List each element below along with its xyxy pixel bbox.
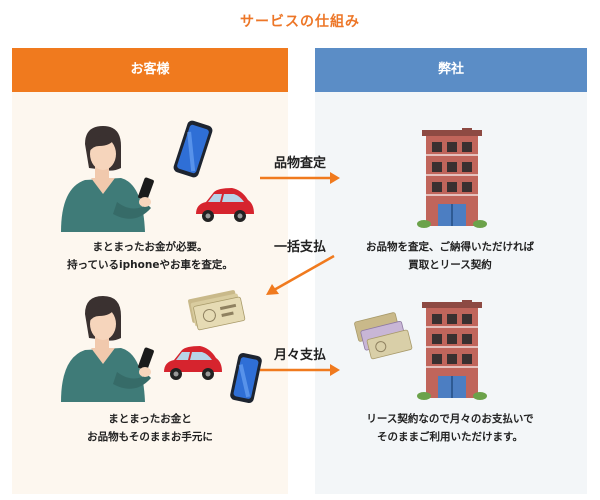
arrow-icon bbox=[260, 364, 340, 376]
company-bottom-caption-line1: リース契約なので月々のお支払いで bbox=[366, 413, 534, 425]
smartphone-icon bbox=[230, 352, 262, 404]
person-icon bbox=[61, 296, 154, 402]
arrow-icon bbox=[260, 172, 340, 184]
customer-bottom-caption-line1: まとまったお金と bbox=[108, 413, 192, 425]
customer-top-caption: まとまったお金が必要。 持っているiphoneやお車を査定。 bbox=[30, 238, 270, 274]
flow-label-appraisal: 品物査定 bbox=[273, 156, 326, 171]
company-header: 弊社 bbox=[315, 48, 587, 92]
cash-icon bbox=[354, 312, 413, 360]
company-top-caption-line2: 買取とリース契約 bbox=[408, 259, 492, 271]
cash-icon bbox=[188, 290, 246, 331]
building-icon bbox=[417, 128, 487, 228]
car-icon bbox=[164, 346, 222, 380]
flow-label-monthly: 月々支払 bbox=[273, 348, 326, 363]
person-icon bbox=[61, 126, 154, 232]
flow-label-lump-sum: 一括支払 bbox=[273, 240, 326, 255]
customer-bottom-caption: まとまったお金と お品物もそのままお手元に bbox=[30, 410, 270, 446]
arrow-icon bbox=[266, 254, 335, 295]
customer-column bbox=[12, 48, 288, 494]
company-column bbox=[315, 48, 587, 494]
building-icon bbox=[417, 300, 487, 400]
smartphone-icon bbox=[173, 120, 213, 178]
page-title: サービスの仕組み bbox=[240, 14, 360, 30]
customer-top-caption-line1: まとまったお金が必要。 bbox=[92, 241, 208, 253]
company-top-caption: お品物を査定、ご納得いただければ 買取とリース契約 bbox=[330, 238, 570, 274]
customer-top-caption-line2: 持っているiphoneやお車を査定。 bbox=[67, 259, 233, 271]
company-bottom-caption: リース契約なので月々のお支払いで そのままご利用いただけます。 bbox=[330, 410, 570, 446]
car-icon bbox=[196, 188, 254, 222]
customer-header: お客様 bbox=[12, 48, 288, 92]
company-bottom-caption-line2: そのままご利用いただけます。 bbox=[377, 431, 523, 443]
company-top-caption-line1: お品物を査定、ご納得いただければ bbox=[366, 241, 534, 253]
customer-bottom-caption-line2: お品物もそのままお手元に bbox=[87, 431, 213, 443]
